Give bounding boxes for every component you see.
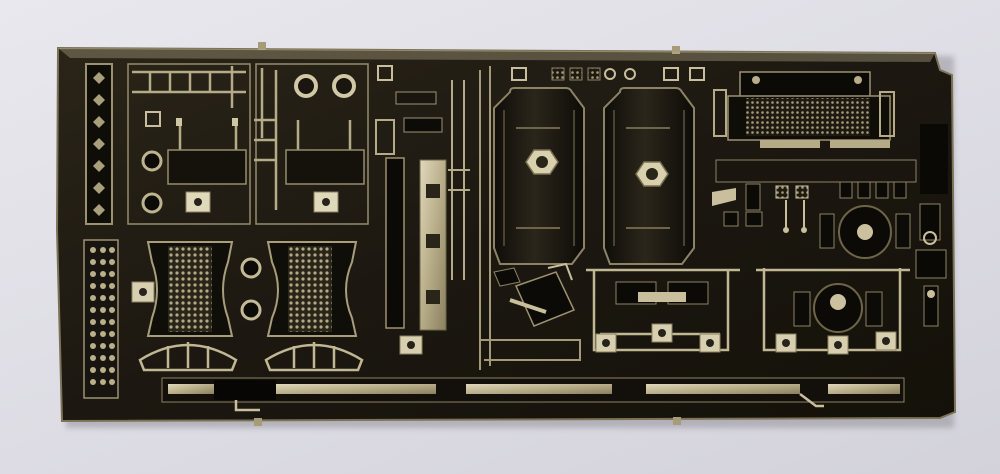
left-rivet-strip <box>83 239 119 399</box>
right-edge-parts <box>915 249 947 327</box>
wheel-part-lower <box>793 283 883 333</box>
wheel-part-upper <box>819 205 911 259</box>
small-square-hole <box>139 288 147 296</box>
left-diamond-strip <box>85 63 113 225</box>
round-disc <box>240 299 262 321</box>
small-square-hole <box>322 198 330 206</box>
round-disc <box>141 150 163 172</box>
fret-tab <box>254 418 262 426</box>
large-plate-left <box>493 87 585 265</box>
ring-part <box>294 74 318 98</box>
center-strips <box>375 65 491 370</box>
grille-panel-left <box>146 241 234 337</box>
bracket-clip <box>232 118 238 126</box>
bracket-clip <box>176 118 182 126</box>
ring-part <box>332 74 356 98</box>
perforated-grille <box>713 71 948 194</box>
arched-frames <box>138 342 364 372</box>
large-plate-right <box>603 87 695 265</box>
top-small-parts <box>511 67 705 81</box>
round-disc <box>141 192 163 214</box>
fret-tab <box>258 42 266 50</box>
round-disc <box>240 257 262 279</box>
bottom-rails <box>161 377 905 412</box>
bracket-plate <box>167 149 247 185</box>
right-small-parts <box>712 159 941 245</box>
grille-panel-right <box>266 241 358 337</box>
upper-mid-brackets <box>254 63 369 225</box>
bracket-plates-mid <box>595 281 897 355</box>
fret-tab <box>672 46 680 54</box>
small-square-hole <box>194 198 202 206</box>
small-frame <box>145 111 161 127</box>
frame-sheen <box>58 48 935 62</box>
angled-bracket <box>480 262 581 361</box>
bracket-plate <box>285 149 365 185</box>
fret-tab <box>673 417 681 425</box>
